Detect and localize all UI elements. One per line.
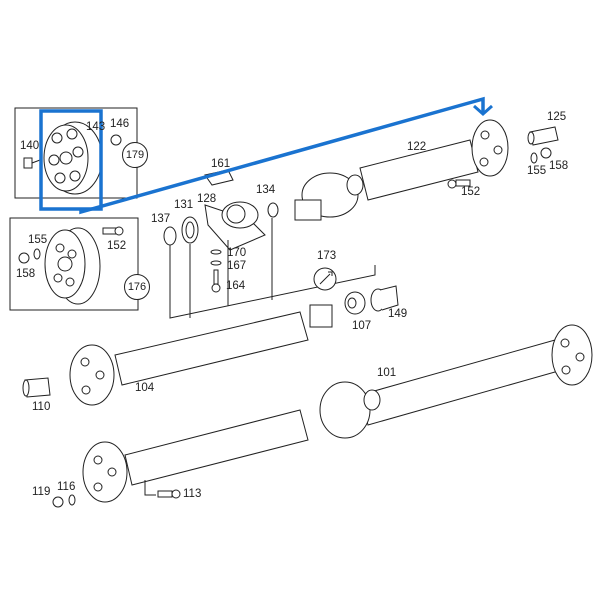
callout-152-inset: 152 [107, 240, 127, 252]
inset-box-176 [9, 217, 139, 311]
callout-104: 104 [135, 382, 155, 394]
callout-170: 170 [227, 247, 247, 259]
callout-146: 146 [110, 118, 130, 130]
callout-110: 110 [32, 401, 51, 413]
flex-disc-176 [44, 227, 101, 305]
callout-122: 122 [407, 141, 427, 153]
callout-116: 116 [57, 481, 76, 493]
callout-128: 128 [197, 193, 217, 205]
washer-155-inset [33, 248, 41, 260]
shaft-104 [69, 304, 333, 406]
callout-125: 125 [547, 111, 567, 123]
washer-116 [68, 494, 76, 506]
callout-140: 140 [20, 140, 40, 152]
callout-152-upper: 152 [461, 186, 481, 198]
callout-119: 119 [32, 486, 51, 498]
center-bearing [163, 169, 279, 293]
callout-179: 179 [122, 142, 148, 168]
callout-113: 113 [183, 488, 202, 500]
callout-155-inset: 155 [28, 234, 48, 246]
callout-101: 101 [377, 367, 397, 379]
callout-167: 167 [227, 260, 247, 272]
nut-158-upper [540, 147, 552, 159]
callout-161: 161 [211, 158, 231, 170]
callout-131: 131 [174, 199, 194, 211]
nut-119 [52, 496, 64, 508]
callout-173: 173 [317, 250, 337, 262]
callout-143: 143 [86, 121, 106, 133]
nut-107 [344, 291, 366, 315]
bolt-113 [157, 489, 181, 499]
bolt-152-inset [102, 226, 124, 236]
washer-155-upper [530, 152, 538, 164]
callout-137: 137 [151, 213, 171, 225]
shaft-122 [294, 119, 509, 221]
callout-134: 134 [256, 184, 276, 196]
nut-146 [110, 134, 122, 146]
shaft-101 [82, 324, 593, 503]
callout-164: 164 [226, 280, 246, 292]
callout-158-inset: 158 [16, 268, 36, 280]
seal-149 [370, 285, 399, 312]
flex-disc-143 [43, 121, 103, 195]
sleeve-110 [22, 377, 51, 398]
sleeve-125 [527, 126, 559, 146]
callout-107: 107 [352, 320, 372, 332]
callout-149: 149 [388, 308, 408, 320]
nut-158-inset [18, 252, 30, 264]
callout-158-upper: 158 [549, 160, 569, 172]
bolt-140 [23, 157, 41, 169]
callout-176: 176 [124, 274, 150, 300]
callout-155-upper: 155 [527, 165, 547, 177]
highlight-annotation [39, 96, 493, 215]
bolt-152-upper [447, 179, 471, 189]
